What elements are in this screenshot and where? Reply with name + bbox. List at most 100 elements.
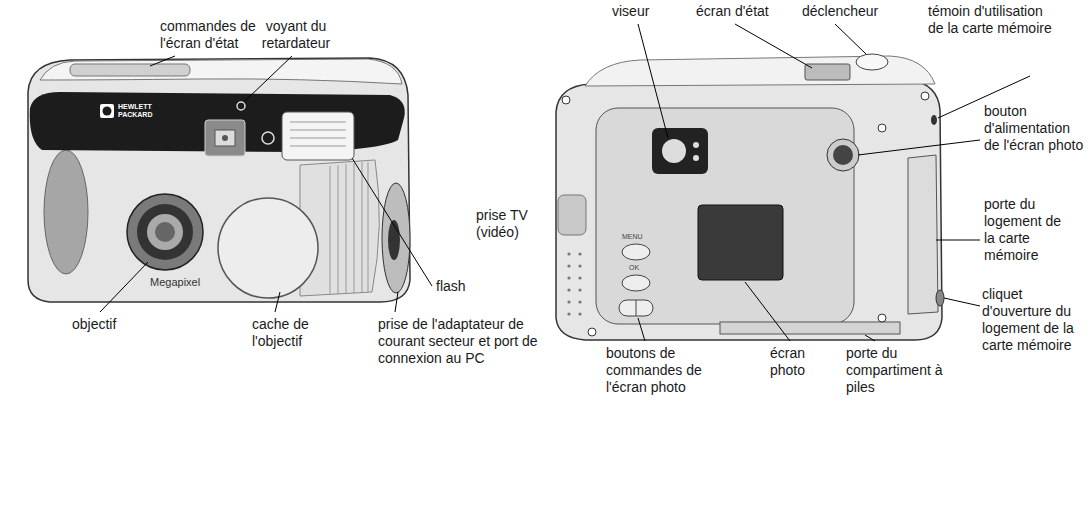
part-label: bouton d'alimentation de l'écran photo xyxy=(984,103,1088,154)
status-screen xyxy=(805,64,850,80)
part-label: porte du compartiment à piles xyxy=(846,345,946,396)
barrel-ridges xyxy=(330,162,368,294)
back-camera xyxy=(556,54,944,340)
lens-center xyxy=(155,222,175,242)
camera-body xyxy=(556,80,942,340)
speaker-dots xyxy=(567,252,581,315)
speaker-dot xyxy=(578,300,581,303)
lens-housing xyxy=(127,194,203,270)
speaker-dot xyxy=(567,288,570,291)
hp-logo xyxy=(100,104,114,118)
rocker-split xyxy=(636,300,637,316)
lens-cover xyxy=(218,198,318,298)
part-label: déclencheur xyxy=(802,3,897,20)
lens-ring xyxy=(137,204,193,260)
part-label: écran photo xyxy=(770,345,830,379)
leader-line xyxy=(275,292,280,312)
card-door xyxy=(908,155,938,314)
leader-line xyxy=(245,56,292,101)
button-label: MENU xyxy=(622,233,662,241)
screw xyxy=(562,96,570,104)
card-led xyxy=(931,115,937,125)
viewfinder-led xyxy=(693,155,699,161)
leader-line xyxy=(150,56,175,66)
rocker-button xyxy=(619,300,653,316)
leader-line xyxy=(395,292,398,312)
part-label: voyant du retardateur xyxy=(258,18,334,52)
brand-text: HEWLETT xyxy=(118,103,178,111)
part-label: témoin d'utilisation de la carte mémoire xyxy=(928,3,1053,37)
screw xyxy=(878,314,886,322)
back-panel xyxy=(596,108,854,324)
part-label: cliquet d'ouverture du logement de la ca… xyxy=(982,286,1086,354)
leader-line xyxy=(835,24,866,54)
part-label: flash xyxy=(436,278,481,295)
ok-button xyxy=(622,275,650,291)
part-label: viseur xyxy=(612,3,672,20)
status-controls xyxy=(70,64,190,76)
speaker-dot xyxy=(567,252,570,255)
viewfinder xyxy=(652,128,708,174)
speaker-dot xyxy=(567,300,570,303)
leader-line xyxy=(944,298,980,306)
lens-glass xyxy=(147,214,183,250)
viewfinder-led xyxy=(693,142,699,148)
sensor xyxy=(262,132,274,144)
speaker-dot xyxy=(567,264,570,267)
front-camera xyxy=(28,58,410,302)
power-button xyxy=(827,139,859,171)
shutter-button xyxy=(856,54,888,70)
model-text: Megapixel xyxy=(150,276,230,288)
viewfinder-eyepiece xyxy=(662,139,686,163)
part-label: prise TV (vidéo) xyxy=(476,207,546,241)
part-label: objectif xyxy=(72,316,142,333)
battery-door xyxy=(720,322,900,334)
speaker-dot xyxy=(578,288,581,291)
brand-text: PACKARD xyxy=(118,111,178,119)
leader-line xyxy=(936,240,980,241)
grip xyxy=(44,150,88,274)
leader-line xyxy=(352,158,432,286)
part-label: écran d'état xyxy=(696,3,786,20)
part-label: boutons de commandes de l'écran photo xyxy=(606,345,706,396)
speaker-dot xyxy=(578,252,581,255)
speaker-dot xyxy=(578,276,581,279)
viewfinder-window xyxy=(205,120,245,156)
card-latch xyxy=(936,290,944,306)
leader-line xyxy=(638,24,668,138)
speaker-dot xyxy=(578,264,581,267)
screw xyxy=(921,92,929,100)
tv-jack xyxy=(558,195,586,235)
part-label: porte du logement de la carte mémoire xyxy=(984,196,1074,264)
photo-screen xyxy=(698,205,783,280)
viewfinder-glass xyxy=(215,130,235,146)
leader-line xyxy=(745,282,790,341)
leader-line xyxy=(735,24,812,68)
leader-line xyxy=(100,262,148,312)
side-port-door xyxy=(382,183,410,293)
leader-line xyxy=(638,318,645,341)
screws xyxy=(562,92,929,336)
button-label: OK xyxy=(629,264,659,272)
hp-logo-mark xyxy=(103,107,112,116)
speaker-dot xyxy=(567,312,570,315)
part-label: prise de l'adaptateur de courant secteur… xyxy=(378,316,563,367)
flash-lines xyxy=(290,122,346,146)
self-timer-light xyxy=(237,102,245,110)
screw xyxy=(878,124,886,132)
leader-line xyxy=(865,335,875,341)
camera-top xyxy=(40,59,402,84)
speaker-dot xyxy=(567,276,570,279)
flash xyxy=(282,112,354,160)
screw xyxy=(588,328,596,336)
camera-body xyxy=(28,58,410,302)
speaker-dot xyxy=(578,312,581,315)
part-label: commandes de l'écran d'état xyxy=(160,18,260,52)
leader-line xyxy=(858,140,980,155)
leader-lines xyxy=(100,24,1030,341)
power-button-center xyxy=(833,145,853,165)
viewfinder-dot xyxy=(222,135,228,141)
